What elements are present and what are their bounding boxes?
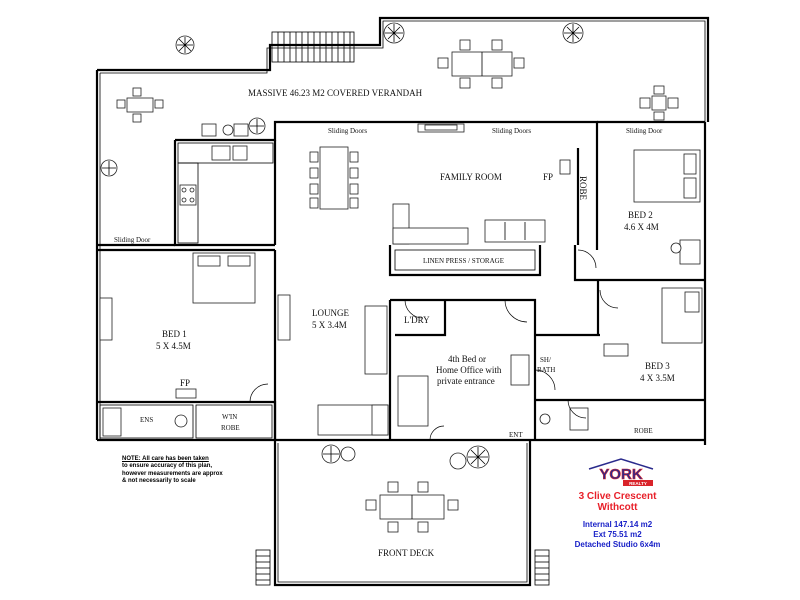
bath-label: BATH — [537, 366, 555, 374]
logo-brand: YORK — [599, 466, 643, 483]
disclaimer-note: NOTE: All care has been taken to ensure … — [122, 456, 272, 486]
top-stairs — [271, 31, 355, 63]
sliding-doors-right-label: Sliding Doors — [492, 127, 531, 135]
note-line1: NOTE: All care has been taken — [122, 456, 209, 462]
bed3-size-label: 4 X 3.5M — [640, 373, 675, 383]
robe-bed3-label: ROBE — [634, 427, 653, 435]
fp-family-label: FP — [543, 172, 553, 182]
bed2-name-label: BED 2 — [628, 210, 653, 220]
property-info: 3 Clive Crescent Withcott Internal 147.1… — [555, 491, 680, 550]
note-line2: to ensure accuracy of this plan, — [122, 463, 213, 470]
office-line1-label: 4th Bed or — [448, 354, 486, 364]
bathroom-fixtures — [539, 407, 589, 431]
internal-area: Internal 147.14 m2 — [582, 520, 653, 529]
verandah-table-left — [116, 87, 164, 123]
fireplace-family — [417, 123, 465, 133]
logo-sub: REALTY — [629, 481, 647, 486]
verandah-label: MASSIVE 46.23 M2 COVERED VERANDAH — [248, 88, 423, 98]
lounge-furniture — [277, 294, 389, 436]
verandah-chairs — [201, 123, 249, 137]
office-furniture — [397, 354, 530, 427]
verandah-table-right — [639, 85, 679, 121]
ent-label: ENT — [509, 431, 523, 439]
note-line4: & not necessarily to scale — [122, 478, 196, 485]
ensuite-fixtures — [99, 404, 273, 439]
front-deck-dining — [365, 481, 459, 533]
robe-vertical-label: ROBE — [578, 176, 588, 201]
bed1-bed — [99, 252, 256, 399]
front-left-stairs — [255, 549, 271, 586]
sh-label: SH/ — [540, 356, 551, 364]
bed3-bed — [603, 287, 703, 357]
win-robe-label: ROBE — [221, 424, 240, 432]
family-sofa — [392, 203, 546, 245]
bed2-size-label: 4.6 X 4M — [624, 222, 659, 232]
measurements: Internal 147.14 m2 Ext 75.51 m2 Detached… — [555, 520, 680, 550]
linen-press — [394, 249, 536, 271]
bed2-bed — [633, 149, 701, 265]
lounge-name-label: LOUNGE — [312, 308, 349, 318]
family-room-label: FAMILY ROOM — [440, 172, 502, 182]
ens-label: ENS — [140, 416, 153, 424]
office-line3-label: private entrance — [437, 376, 495, 386]
address-line2: Withcott — [597, 502, 638, 513]
lounge-size-label: 5 X 3.4M — [312, 320, 347, 330]
sliding-door-bed2-label: Sliding Door — [626, 127, 663, 135]
note-line3: however measurements are approx — [122, 470, 223, 477]
linen-label: LINEN PRESS / STORAGE — [423, 257, 504, 265]
office-line2-label: Home Office with — [436, 365, 502, 375]
laundry-label: L'DRY — [404, 315, 430, 325]
door-arcs — [249, 249, 619, 441]
verandah-dining-table — [437, 39, 525, 89]
bed3-name-label: BED 3 — [645, 361, 670, 371]
family-dining-table — [309, 146, 359, 210]
address-line1: 3 Clive Crescent — [578, 491, 657, 502]
exterior-walls — [95, 16, 710, 587]
sliding-door-left-label: Sliding Door — [114, 236, 151, 244]
win-label: W'IN — [222, 413, 237, 421]
bed1-name-label: BED 1 — [162, 329, 187, 339]
studio-size: Detached Studio 6x4m — [574, 540, 661, 549]
external-area: Ext 75.51 m2 — [593, 530, 642, 539]
fp-bed1-label: FP — [180, 378, 190, 388]
kitchen — [177, 142, 274, 244]
york-realty-logo: YORK REALTY — [588, 458, 654, 486]
front-deck-label: FRONT DECK — [378, 548, 435, 558]
bed1-size-label: 5 X 4.5M — [156, 341, 191, 351]
front-right-stairs — [534, 549, 550, 586]
sliding-doors-left-label: Sliding Doors — [328, 127, 367, 135]
